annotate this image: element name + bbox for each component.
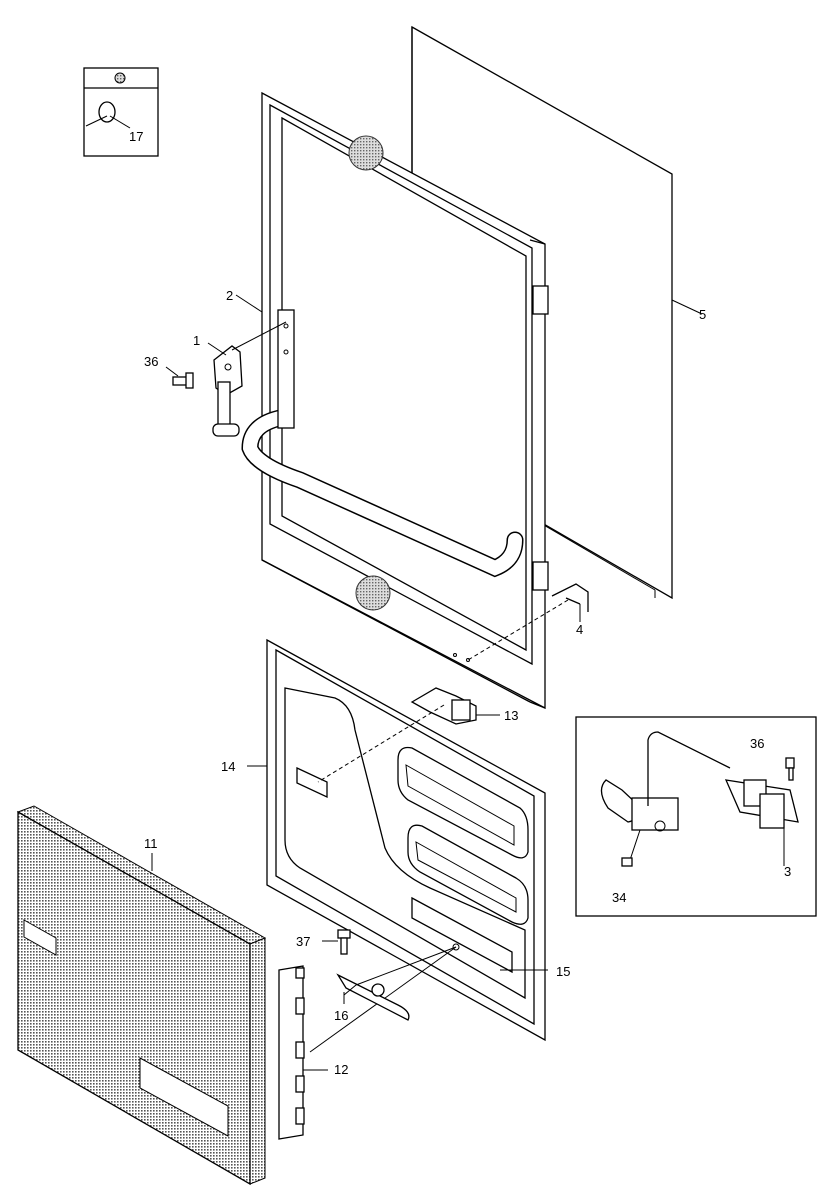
label-13: 13: [504, 708, 518, 723]
label-34: 34: [612, 890, 626, 905]
label-12: 12: [334, 1062, 348, 1077]
detail-box-3: [575, 716, 817, 917]
label-5: 5: [699, 307, 706, 322]
label-36-right: 36: [750, 736, 764, 751]
label-4: 4: [576, 622, 583, 637]
label-1: 1: [193, 333, 200, 348]
part-labels: 17 2 1 36 5 4 13 14 36 3 34 11 37 15 16 …: [129, 129, 791, 1077]
door-frame: [235, 91, 549, 710]
bracket-13: [317, 687, 500, 783]
insulation-pad-11: [16, 805, 267, 1186]
pin-4: [467, 583, 589, 661]
door-inner-panel: [247, 638, 548, 1042]
latch-assembly: [207, 321, 287, 437]
label-37: 37: [296, 934, 310, 949]
lever-16: [336, 946, 457, 1021]
detail-box-17: [83, 67, 159, 157]
label-17: 17: [129, 129, 143, 144]
label-3: 3: [784, 864, 791, 879]
label-36-left: 36: [144, 354, 158, 369]
label-11: 11: [144, 836, 158, 851]
label-15: 15: [556, 964, 570, 979]
label-2: 2: [226, 288, 233, 303]
label-16: 16: [334, 1008, 348, 1023]
bolt-37: [322, 929, 351, 955]
screw-36-left: [165, 366, 194, 389]
label-14: 14: [221, 759, 235, 774]
